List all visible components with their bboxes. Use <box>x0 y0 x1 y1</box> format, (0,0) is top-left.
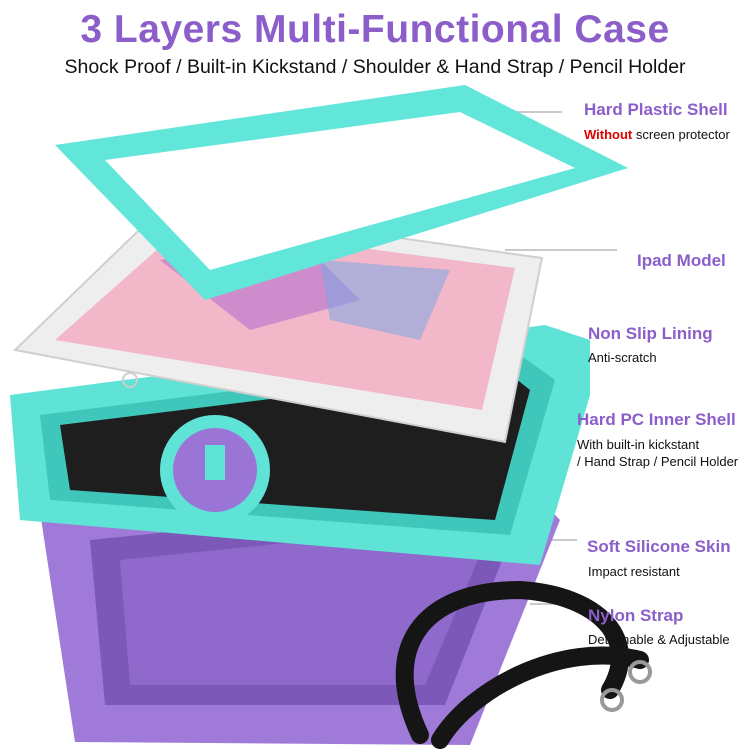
feature-note-hard-plastic-shell: Without screen protector <box>584 126 730 144</box>
strap-clip-icon <box>600 688 624 712</box>
feature-note-non-slip-lining: Anti-scratch <box>588 350 657 365</box>
note-text: screen protector <box>632 127 730 142</box>
kickstand <box>205 445 225 480</box>
home-button-icon <box>122 372 138 388</box>
page-subtitle: Shock Proof / Built-in Kickstand / Shoul… <box>64 56 686 78</box>
feature-note2-hard-pc-inner-shell: / Hand Strap / Pencil Holder <box>577 454 739 469</box>
feature-label-hard-plastic-shell: Hard Plastic Shell <box>584 100 728 119</box>
feature-label-nylon-strap: Nylon Strap <box>588 606 684 625</box>
feature-label-soft-silicone-skin: Soft Silicone Skin <box>587 537 731 556</box>
feature-label-ipad-model: Ipad Model <box>637 251 726 270</box>
page-title: 3 Layers Multi-Functional Case <box>80 8 670 51</box>
feature-note-soft-silicone-skin: Impact resistant <box>588 564 680 579</box>
hard-plastic-shell-layer <box>55 85 628 300</box>
feature-note-nylon-strap: Detachable & Adjustable <box>588 632 730 647</box>
strap-clip-icon <box>628 660 652 684</box>
note-emphasis: Without <box>584 127 633 142</box>
feature-note-hard-pc-inner-shell: With built-in kickstant <box>577 437 700 452</box>
feature-label-non-slip-lining: Non Slip Lining <box>588 324 713 343</box>
feature-label-hard-pc-inner-shell: Hard PC Inner Shell <box>577 410 736 429</box>
nylon-strap <box>395 580 652 749</box>
